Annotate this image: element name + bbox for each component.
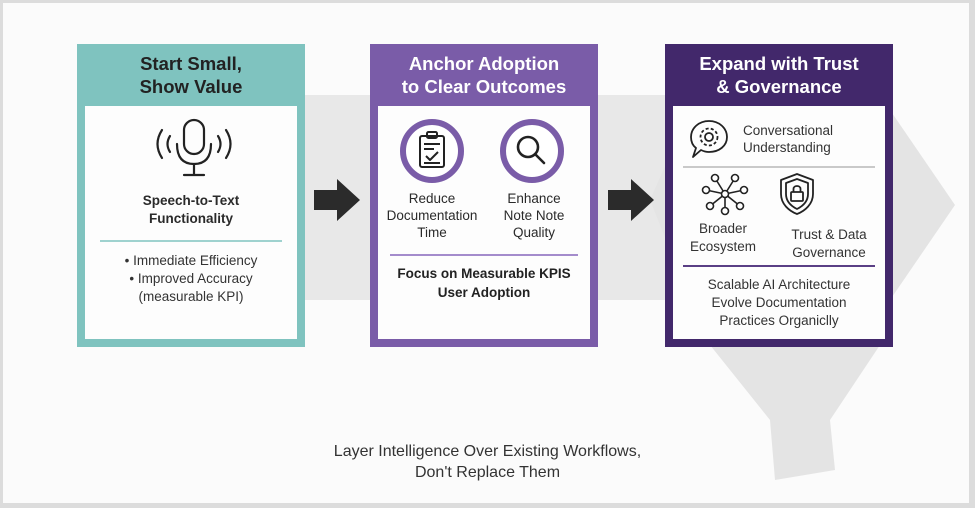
card-title: Expand with Trust& Governance	[699, 53, 859, 97]
scalability-summary: Scalable AI Architecture Evolve Document…	[707, 277, 851, 328]
benefit-list: • Immediate Efficiency • Improved Accura…	[85, 252, 297, 306]
clipboard-check-icon	[400, 119, 464, 183]
divider	[683, 166, 875, 168]
gear-speech-icon	[690, 120, 728, 158]
arrow-right-icon	[608, 179, 654, 221]
microphone-icon	[156, 118, 232, 177]
funnel-shape	[710, 345, 880, 480]
divider	[100, 240, 282, 242]
arrow-right-icon	[314, 179, 360, 221]
benefit-note: (measurable KPI)	[138, 289, 244, 304]
magnifier-icon	[500, 119, 564, 183]
divider	[390, 254, 578, 256]
card-title: Start Small,Show Value	[139, 53, 243, 97]
step-card-expand-trust: Expand with Trust& Governance Conversati…	[665, 44, 893, 347]
benefit-item: • Improved Accuracy	[129, 271, 253, 286]
shield-lock-icon	[780, 173, 814, 215]
footer-caption: Layer Intelligence Over Existing Workflo…	[333, 443, 642, 481]
benefit-item: • Immediate Efficiency	[124, 253, 258, 268]
network-icon	[701, 173, 749, 216]
divider	[683, 265, 875, 267]
